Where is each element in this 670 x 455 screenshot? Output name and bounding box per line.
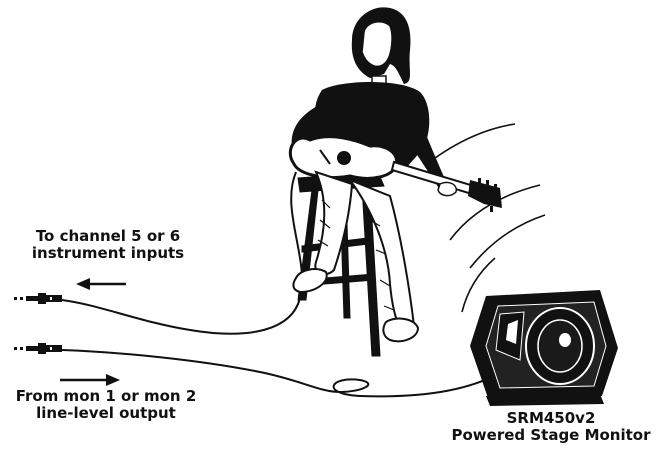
speaker-description: Powered Stage Monitor (451, 426, 651, 445)
stage-monitor-illustration (470, 290, 618, 406)
sound-wave-arc (449, 184, 541, 241)
musician-illustration (288, 7, 502, 343)
arrow-left-icon (76, 278, 126, 290)
input-destination-line2: instrument inputs (31, 244, 185, 263)
speaker-label: SRM450v2 Powered Stage Monitor (436, 409, 666, 445)
monitor-cable (61, 349, 521, 398)
output-source-line2: line-level output (36, 404, 176, 423)
speaker-model: SRM450v2 (506, 409, 596, 427)
sound-wave-arc (469, 214, 546, 269)
sound-waves (434, 123, 546, 313)
sound-wave-arc (434, 123, 516, 159)
output-source-label: From mon 1 or mon 2 line-level output (6, 387, 206, 423)
sound-wave-arc (461, 257, 496, 313)
input-destination-line1: To channel 5 or 6 (35, 227, 181, 245)
input-destination-label: To channel 5 or 6 instrument inputs (18, 227, 198, 263)
input-jack-icon (14, 293, 62, 304)
arrow-right-icon (60, 374, 120, 386)
output-jack-icon (14, 343, 62, 354)
output-source-line1: From mon 1 or mon 2 (15, 387, 197, 405)
instrument-cable (61, 171, 304, 335)
